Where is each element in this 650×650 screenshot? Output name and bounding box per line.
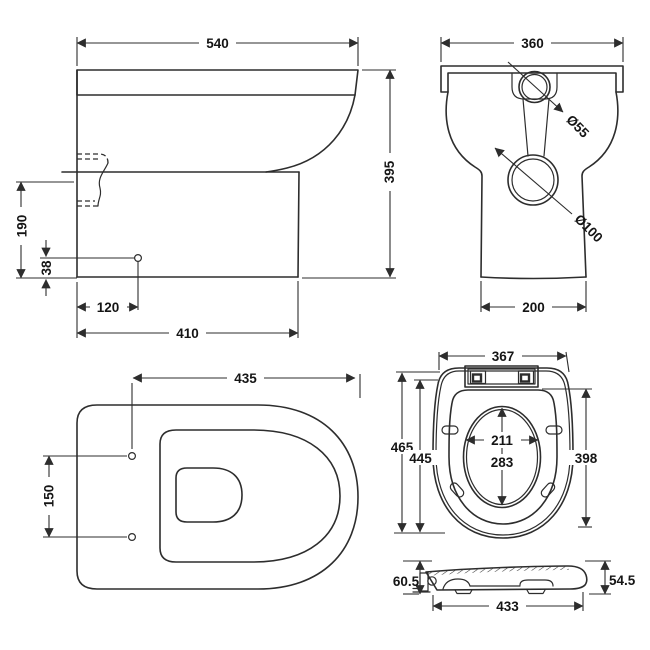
dim-side-height: 395	[302, 69, 397, 279]
dim-fixing-depth: 120	[76, 282, 139, 338]
seat-hinge-bar	[464, 365, 539, 388]
dim-fixing-height: 38	[39, 240, 54, 296]
dim-seat-length: 433	[432, 592, 584, 614]
dim-100-label: Ø100	[572, 211, 606, 245]
hinge-fitting-right	[519, 373, 531, 383]
dim-pan-depth: 435	[131, 370, 361, 449]
side-view-rim	[76, 69, 359, 96]
dim-55-label: Ø55	[563, 112, 592, 141]
pan-fixing-hole-top	[128, 452, 137, 461]
seat-ring-contour	[448, 389, 558, 525]
outlet-pipe-hidden-lines	[77, 153, 109, 207]
front-view-base	[480, 276, 587, 280]
dim-540-label: 540	[206, 36, 229, 51]
seat-bumpers	[441, 425, 563, 498]
front-view: Ø55 Ø100 360 200	[440, 35, 624, 315]
seat-outer-inner-line	[435, 370, 571, 536]
dim-190-label: 190	[15, 215, 30, 238]
pan-inner-rim	[159, 429, 341, 563]
dim-398-label: 398	[575, 451, 598, 466]
dim-side-width: 540	[76, 35, 359, 66]
dim-base-width: 200	[480, 281, 587, 315]
dim-38-label: 38	[39, 260, 54, 276]
dim-seat-front-height: 54.5	[585, 560, 636, 595]
outlet-circle-inner	[511, 158, 555, 202]
dim-211-label: 211	[491, 433, 513, 448]
dim-fixing-centres: 150	[40, 455, 127, 538]
pan-outer-outline	[76, 404, 359, 590]
dim-395-label: 395	[382, 160, 397, 183]
dim-433-label: 433	[496, 599, 519, 614]
side-view: 540 395 190 38	[13, 35, 397, 341]
dim-283-label: 283	[491, 455, 514, 470]
side-view-front-curve	[265, 94, 356, 173]
dim-60-5-label: 60.5	[393, 574, 420, 589]
seat-outer-outline	[432, 367, 574, 539]
dim-435-label: 435	[234, 371, 257, 386]
outlet-circle-outer	[507, 154, 559, 206]
inlet-circle-outer	[518, 70, 551, 104]
dim-inlet-diameter: Ø55	[507, 61, 592, 141]
seat-profile-texture	[426, 566, 569, 576]
hinge-fitting-left	[471, 373, 483, 383]
dim-367-label: 367	[492, 349, 515, 364]
seat-profile-ring-line	[442, 578, 471, 590]
inlet-circle-inner	[521, 73, 548, 101]
front-view-bowl-right	[581, 91, 619, 278]
side-view-pedestal-front	[297, 171, 300, 278]
dim-seat-rear-height: 60.5	[393, 560, 432, 595]
pan-sump-outline	[175, 467, 243, 523]
dim-seat-width: 367	[438, 348, 570, 373]
front-view-bowl-left	[445, 91, 483, 278]
seat-profile-bumper-left	[454, 589, 473, 595]
dim-410-label: 410	[176, 326, 199, 341]
dim-120-label: 120	[97, 300, 120, 315]
seat-top-view: 367 465 445 211 283	[386, 348, 604, 539]
side-fixing-hole	[134, 254, 143, 263]
pan-fixing-hole-bottom	[128, 532, 137, 541]
dim-aperture-width: 211 283	[465, 432, 539, 470]
dim-200-label: 200	[522, 300, 545, 315]
dim-360-label: 360	[521, 36, 544, 51]
seat-profile-view: 60.5 54.5 433	[393, 560, 636, 614]
dim-445-label: 445	[409, 451, 432, 466]
seat-aperture-outer	[462, 405, 542, 509]
dim-seat-ring-length: 445	[404, 379, 438, 533]
dim-outlet-height: 190	[13, 181, 77, 279]
dim-hinge-to-front: 398	[542, 388, 604, 528]
dim-front-width: 360	[440, 35, 624, 62]
dim-150-label: 150	[42, 485, 57, 508]
front-view-trapway	[522, 98, 550, 157]
seat-profile-bumper-right	[526, 589, 546, 595]
dim-depth: 410	[76, 281, 299, 341]
front-view-top-plate	[440, 65, 624, 93]
dim-54-5-label: 54.5	[609, 573, 636, 588]
pan-top-view: 435 150	[40, 370, 361, 590]
